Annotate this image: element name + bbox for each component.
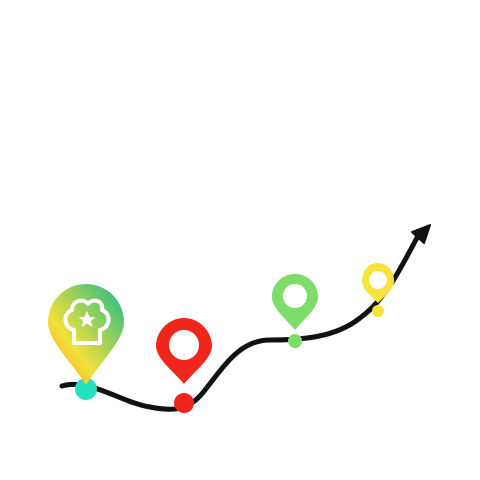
pin-yellow — [362, 263, 394, 303]
pin-red — [156, 318, 212, 384]
stop-dot-green — [288, 334, 302, 348]
arrow-head-icon — [411, 224, 431, 244]
stop-dot-teal — [75, 378, 97, 400]
stop-dot-red — [174, 393, 194, 413]
pin-chef — [48, 284, 124, 385]
stop-dot-yellow — [372, 305, 384, 317]
chef-hat-star-icon — [63, 298, 111, 345]
pin-green — [272, 274, 318, 330]
star-icon — [78, 311, 96, 327]
route-path — [59, 229, 423, 412]
